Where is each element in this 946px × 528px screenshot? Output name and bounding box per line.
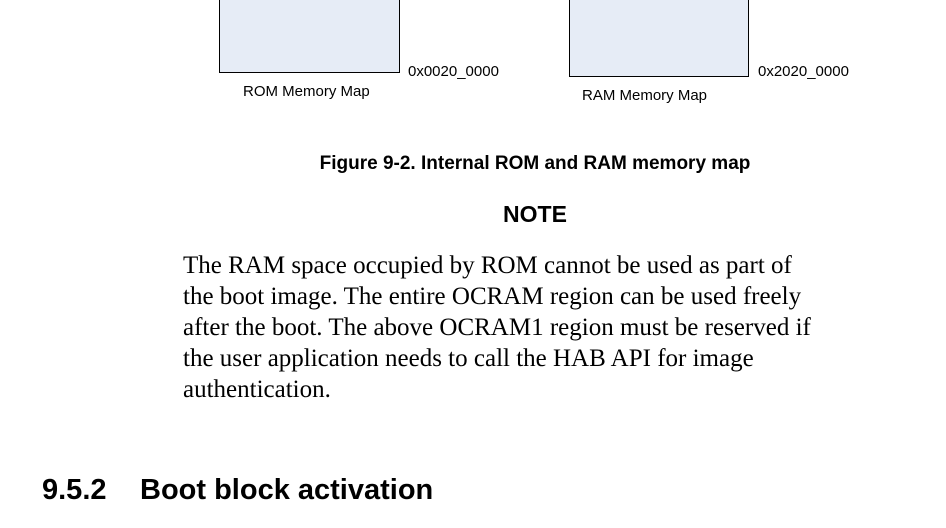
figure-caption: Figure 9-2. Internal ROM and RAM memory … [319,153,751,174]
note-body: The RAM space occupied by ROM cannot be … [183,250,883,405]
ram-memory-map-label: RAM Memory Map [582,87,708,104]
rom-end-address: 0x0020_0000 [408,63,499,80]
rom-memory-map-box [219,0,400,73]
section-title: Boot block activation [140,474,434,506]
ram-end-address: 0x2020_0000 [758,63,849,80]
rom-memory-map-label: ROM Memory Map [243,83,370,100]
note-title: NOTE [503,201,567,227]
note-line: The RAM space occupied by ROM cannot be … [183,252,792,279]
note-line: authentication. [183,376,331,403]
note-line: the boot image. The entire OCRAM region … [183,283,802,310]
note-line: the user application needs to call the H… [183,345,754,372]
note-line: after the boot. The above OCRAM1 region … [183,314,811,341]
section-heading: 9.5.2 Boot block activation [42,474,433,507]
ram-memory-map-box [569,0,749,77]
section-number: 9.5.2 [42,474,107,506]
